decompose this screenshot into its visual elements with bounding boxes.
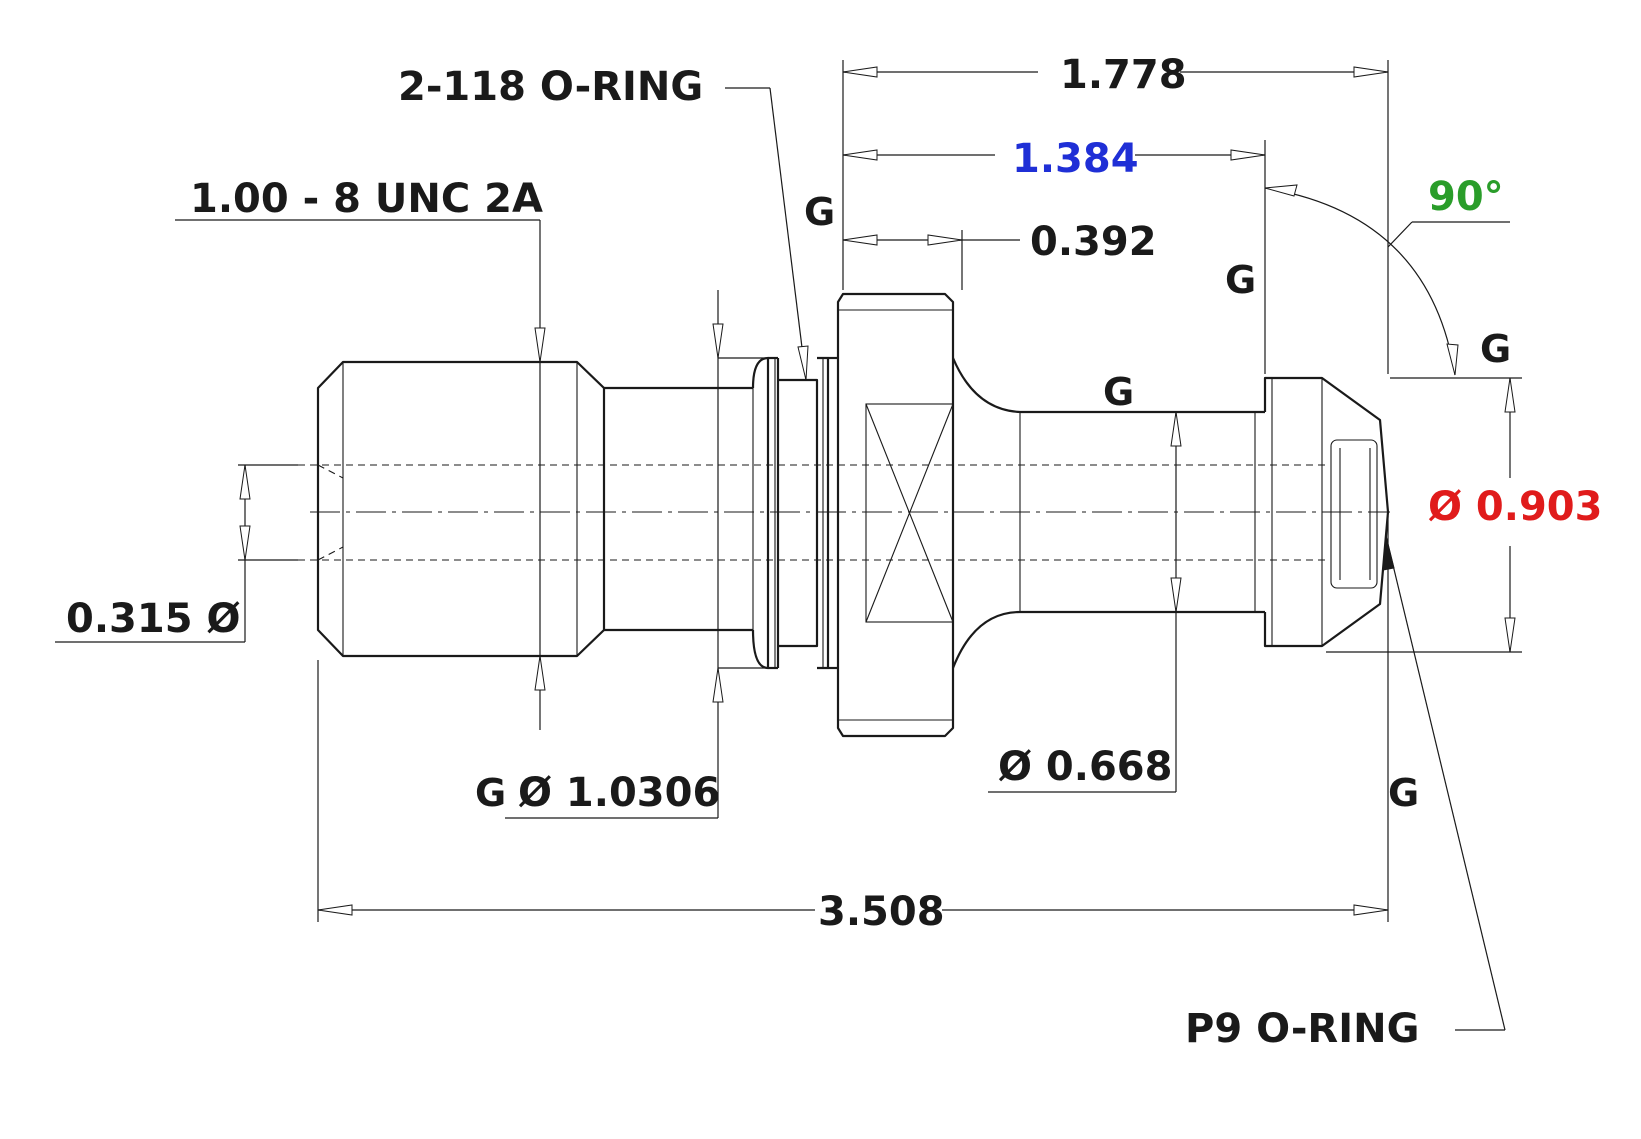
label-dim-0-392: 0.392 bbox=[1030, 219, 1157, 265]
label-dim-1-778: 1.778 bbox=[1060, 52, 1187, 98]
hex-flange bbox=[836, 292, 955, 738]
label-dia-0-903: Ø 0.903 bbox=[1428, 484, 1602, 530]
leader-o-ring-2-118 bbox=[725, 87, 809, 381]
dim-3-508 bbox=[317, 516, 1389, 922]
label-angle-90: 90° bbox=[1428, 174, 1504, 220]
part-outline bbox=[316, 292, 1390, 738]
collar bbox=[751, 356, 770, 670]
label-dim-3-508: 3.508 bbox=[818, 889, 945, 935]
g-flag: G bbox=[475, 771, 506, 815]
g-flag: G bbox=[1480, 327, 1511, 371]
dim-1-384 bbox=[842, 140, 1266, 374]
p9-o-ring-seat bbox=[1330, 439, 1378, 589]
dim-dia-1-0306 bbox=[505, 290, 768, 819]
g-flag: G bbox=[1103, 370, 1134, 414]
leader-thread bbox=[175, 219, 546, 730]
dim-dia-0-668 bbox=[988, 411, 1182, 793]
dim-dia-0-903 bbox=[1326, 377, 1522, 653]
dim-0-392 bbox=[842, 230, 1020, 290]
o-ring-groove bbox=[778, 378, 819, 648]
label-dim-0-315: 0.315 Ø bbox=[66, 596, 240, 642]
dim-90-angle bbox=[1264, 184, 1510, 376]
g-flag: G bbox=[1388, 771, 1419, 815]
thread-section bbox=[316, 360, 606, 658]
label-thread-spec: 1.00 - 8 UNC 2A bbox=[190, 176, 543, 222]
label-dia-0-668: Ø 0.668 bbox=[998, 744, 1172, 790]
label-p9-o-ring: P9 O-RING bbox=[1185, 1006, 1419, 1052]
label-dim-1-384: 1.384 bbox=[1012, 136, 1139, 182]
g-flag: G bbox=[804, 190, 835, 234]
label-o-ring-2-118: 2-118 O-RING bbox=[398, 64, 703, 110]
label-dia-1-0306: Ø 1.0306 bbox=[518, 770, 720, 816]
dim-1-778 bbox=[842, 60, 1389, 374]
g-flag: G bbox=[1225, 258, 1256, 302]
bore-hidden-lines bbox=[298, 464, 1390, 561]
dim-0-315 bbox=[55, 464, 298, 643]
leader-p9-o-ring bbox=[1382, 535, 1506, 1031]
